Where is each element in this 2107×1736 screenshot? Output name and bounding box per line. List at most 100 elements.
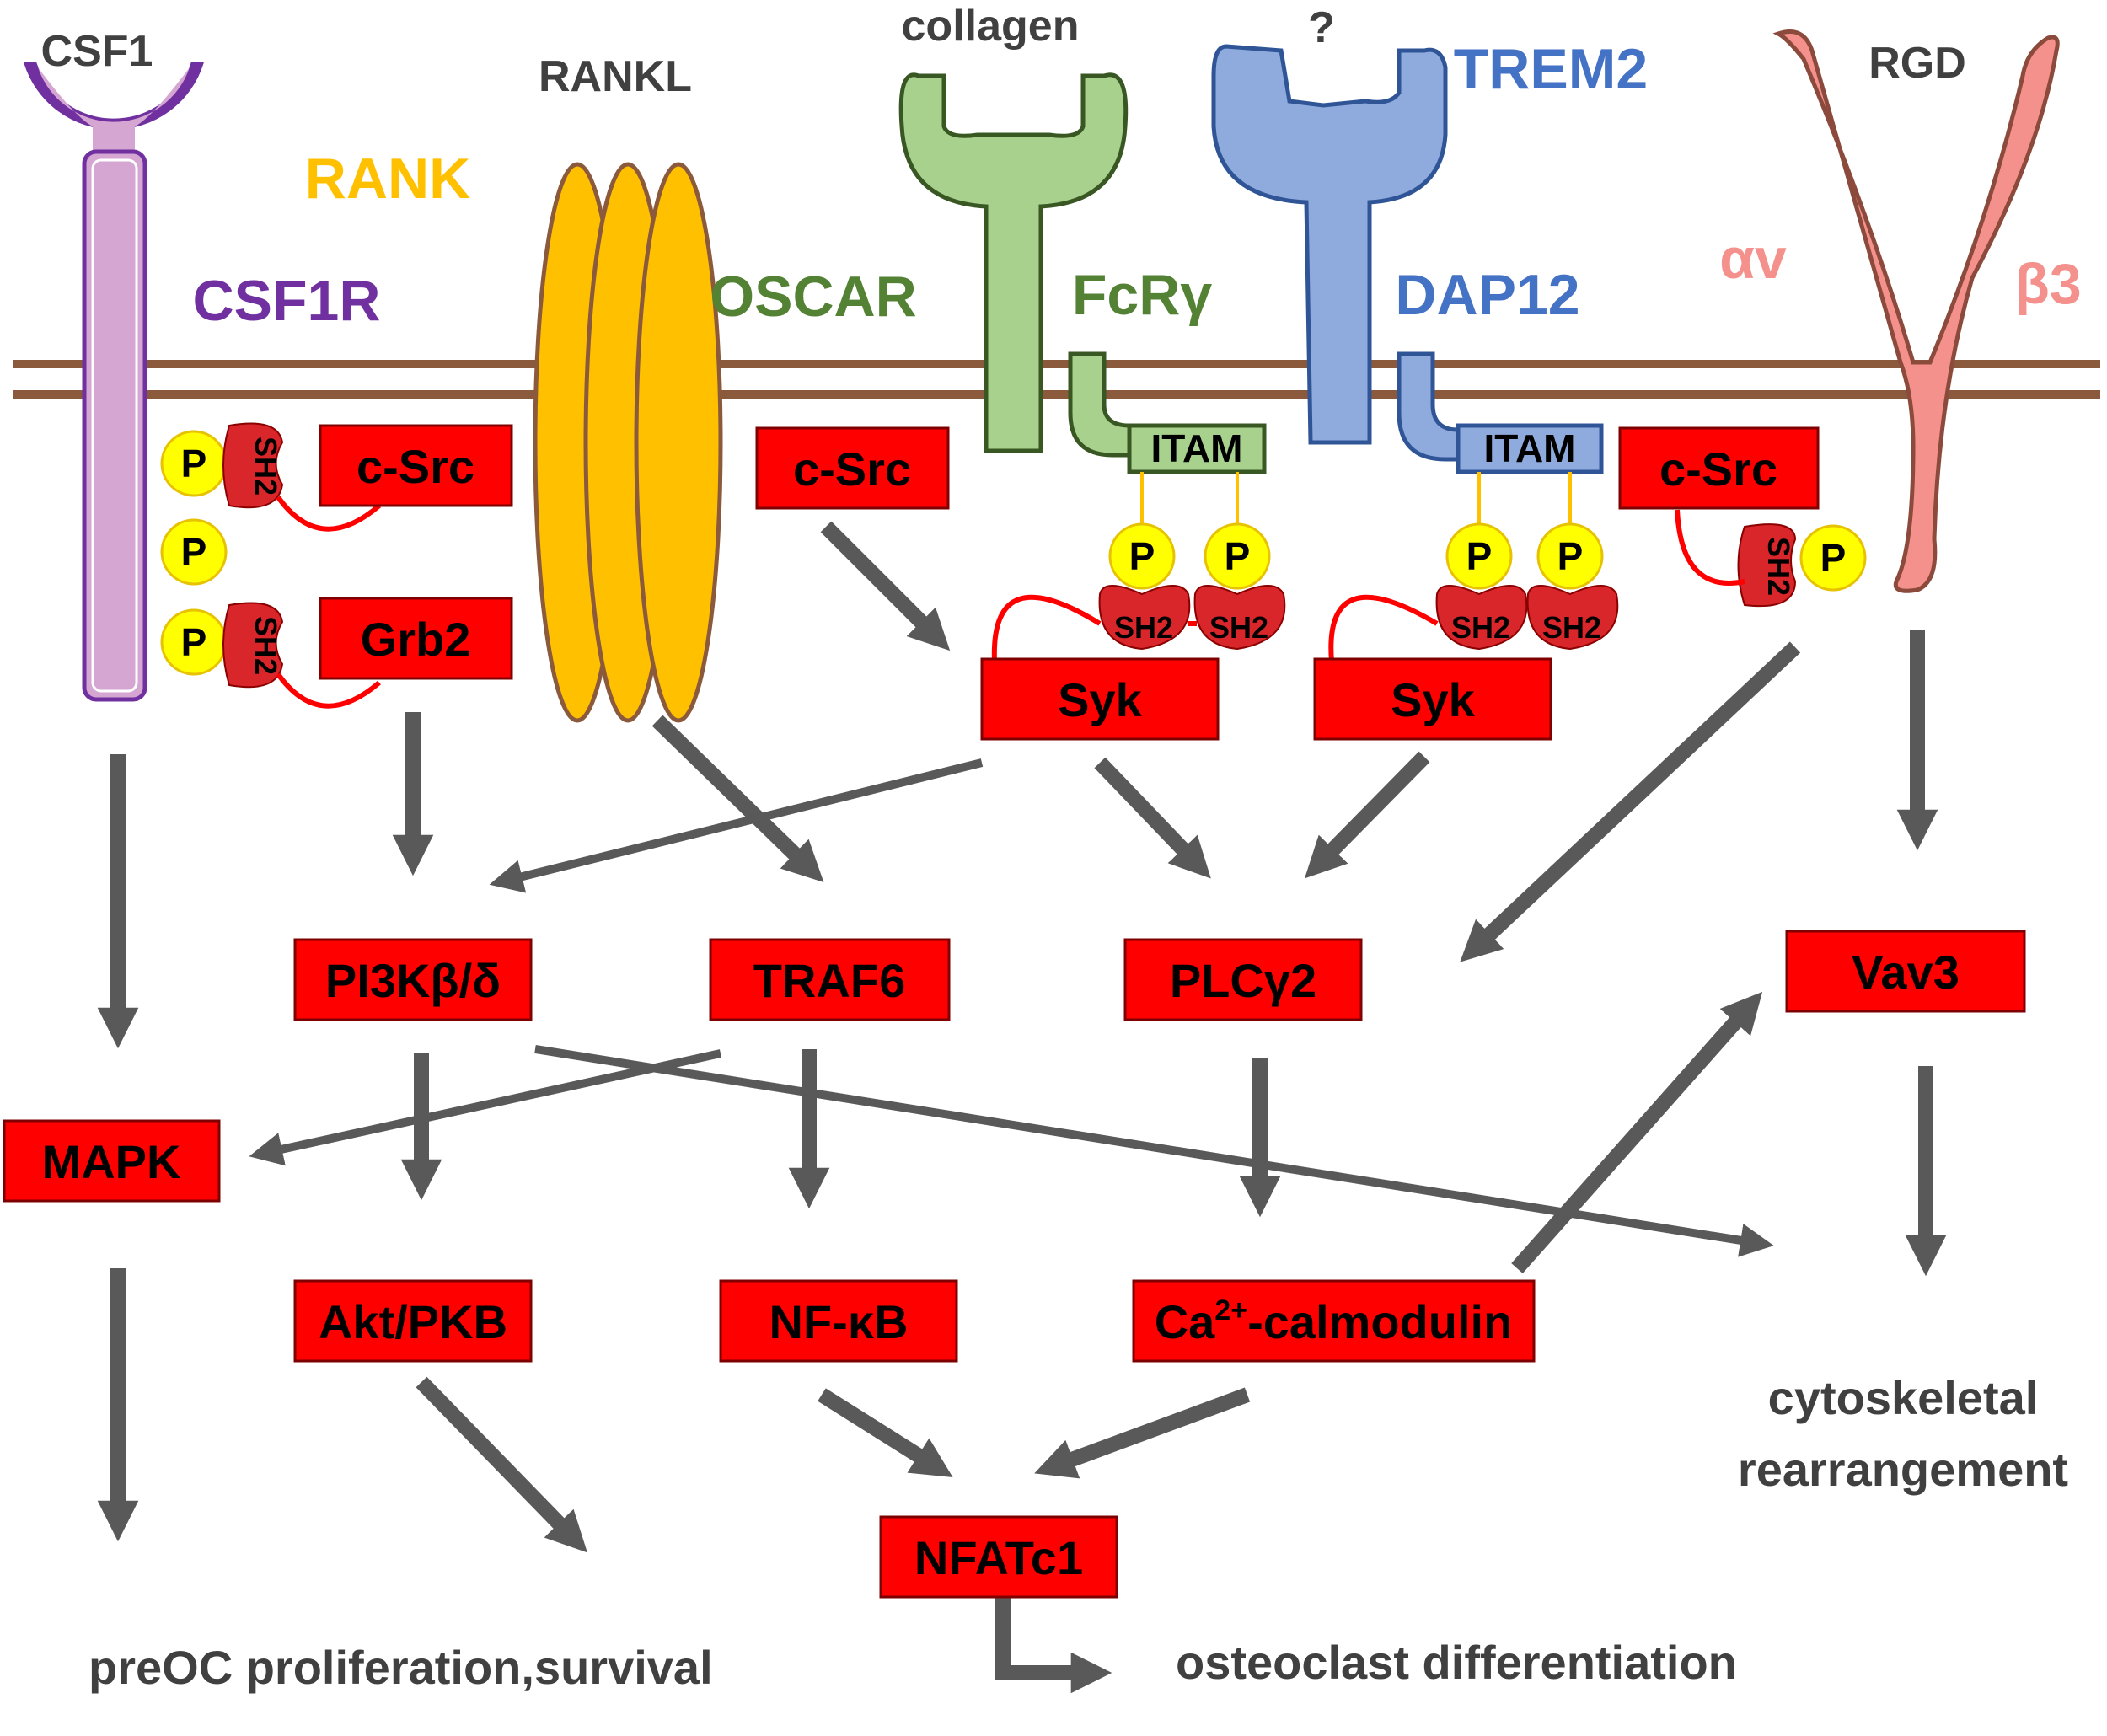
csf1r-receptor <box>23 62 205 702</box>
node-plcg2 <box>1123 938 1363 1021</box>
arrow-akt-proliferation <box>416 1376 587 1553</box>
phospho-circle <box>160 518 228 586</box>
sh2-label: SH2 <box>1209 610 1268 645</box>
integrin-receptor <box>1772 29 2060 593</box>
node-csrc-2 <box>755 426 950 510</box>
node-nfkb-label: NF-κB <box>769 1295 909 1348</box>
phospho-circle <box>1204 522 1271 590</box>
trem2-receptor <box>1211 44 1448 445</box>
unknown-ligand-label: ? <box>1308 3 1335 52</box>
phospho-circle <box>1536 522 1604 590</box>
arrow-ca-vav3 <box>1511 991 1763 1273</box>
phospho-label: P <box>181 442 207 485</box>
sh2-domain <box>222 602 284 689</box>
node-syk-1 <box>980 657 1220 741</box>
signaling-nodes <box>3 424 2026 1599</box>
outcome-cytoskeletal-line1: cytoskeletal <box>1768 1371 2039 1424</box>
alpha-v-label: αv <box>1719 227 1787 291</box>
sh2-label: SH2 <box>1542 610 1601 645</box>
sh2-label: SH2 <box>1451 610 1510 645</box>
arrow-csrc-syk <box>820 521 951 651</box>
phospho-label: P <box>1225 534 1251 578</box>
sh2-domain <box>1435 585 1528 651</box>
csf1r-phosphosites: P P P SH2 SH2 <box>160 422 381 709</box>
oscar-receptor <box>898 72 1129 453</box>
sh2-domain <box>1526 585 1619 651</box>
csf1-ligand-label: CSF1 <box>41 27 153 76</box>
outcome-proliferation: preOC proliferation,survival <box>88 1641 713 1694</box>
arrow-syk1-pi3k <box>489 758 984 893</box>
sh2-label: SH2 <box>1114 610 1173 645</box>
node-csrc-3 <box>1618 426 1820 510</box>
arrow-syk1-plcg2 <box>1094 757 1211 879</box>
fcrg-phosphosites: P P SH2 SH2 <box>991 472 1286 662</box>
phospho-label: P <box>1820 536 1847 580</box>
sh2-domain <box>1098 585 1191 651</box>
phospho-label: P <box>1466 534 1493 578</box>
outcome-differentiation: osteoclast differentiation <box>1176 1636 1737 1689</box>
node-nfatc1-label: NFATc1 <box>914 1531 1083 1584</box>
node-plcg2-label: PLCγ2 <box>1170 954 1316 1007</box>
ca-prefix: Ca <box>1155 1295 1215 1348</box>
arrow-syk2-plcg2 <box>1304 751 1430 879</box>
node-nfatc1 <box>879 1515 1118 1599</box>
node-pi3k <box>293 938 533 1021</box>
node-grb2 <box>319 597 513 680</box>
rgd-ligand-label: RGD <box>1868 39 1966 88</box>
arrow-csrc3-plcg2 <box>1460 641 1801 962</box>
node-traf6 <box>709 938 951 1021</box>
node-traf6-label: TRAF6 <box>753 954 905 1007</box>
cell-membrane <box>13 360 2100 399</box>
outcome-cytoskeletal-line2: rearrangement <box>1738 1443 2068 1496</box>
node-pi3k-label: PI3Kβ/δ <box>325 954 501 1007</box>
rankl-ligand-label: RANKL <box>539 52 692 101</box>
collagen-ligand-label: collagen <box>902 2 1080 51</box>
sh2-domain <box>1737 523 1797 608</box>
rank-label: RANK <box>305 147 470 211</box>
phospho-label: P <box>181 530 207 574</box>
ca-suffix: -calmodulin <box>1247 1295 1512 1348</box>
phospho-circle <box>1108 522 1176 590</box>
trem2-label: TREM2 <box>1454 37 1648 101</box>
phospho-label: P <box>181 620 207 664</box>
sh2-domain <box>1193 585 1286 651</box>
beta3-label: β3 <box>2014 252 2081 316</box>
node-vav3 <box>1785 930 2026 1013</box>
pathway-thin-arrows <box>249 758 1774 1257</box>
node-mapk <box>3 1119 221 1203</box>
sh2-label: SH2 <box>249 616 283 675</box>
node-csrc-2-label: c-Src <box>793 442 911 496</box>
node-syk-2-label: Syk <box>1391 673 1475 726</box>
phospho-circle <box>1799 524 1867 592</box>
dap12-phosphosites: P P SH2 SH2 <box>1328 472 1619 662</box>
arrow-nfatc1-differentiation <box>995 1597 1112 1694</box>
fcrg-chain <box>1068 351 1267 474</box>
phospho-label: P <box>1129 534 1155 578</box>
node-grb2-label: Grb2 <box>361 613 471 666</box>
integrin-phosphosite: P SH2 <box>1675 509 1867 608</box>
itam-label: ITAM <box>1483 426 1575 470</box>
fcrg-label: FcRγ <box>1072 263 1212 327</box>
sh2-label: SH2 <box>249 437 283 496</box>
node-vav3-label: Vav3 <box>1852 946 1960 999</box>
arrow-ca-nfatc1 <box>1034 1387 1251 1479</box>
dap12-label: DAP12 <box>1395 263 1579 327</box>
arrow-nfkb-nfatc1 <box>818 1388 953 1477</box>
ca-superscript: 2+ <box>1214 1294 1247 1326</box>
node-csrc-3-label: c-Src <box>1659 442 1777 496</box>
node-mapk-label: MAPK <box>42 1135 181 1188</box>
node-ca-calmodulin-label: Ca2+-calmodulin <box>1155 1294 1513 1348</box>
oscar-label: OSCAR <box>710 265 917 329</box>
csf1r-label: CSF1R <box>193 269 381 333</box>
itam-label: ITAM <box>1150 426 1242 470</box>
node-akt <box>293 1279 533 1363</box>
node-akt-label: Akt/PKB <box>319 1295 507 1348</box>
phospho-label: P <box>1557 534 1584 578</box>
node-nfkb <box>719 1279 958 1363</box>
rank-receptor <box>533 162 723 723</box>
node-syk-1-label: Syk <box>1058 673 1142 726</box>
phospho-circle <box>1445 522 1513 590</box>
node-syk-2 <box>1313 657 1552 741</box>
arrow-pi3k-cytoskeletal <box>534 1045 1774 1257</box>
